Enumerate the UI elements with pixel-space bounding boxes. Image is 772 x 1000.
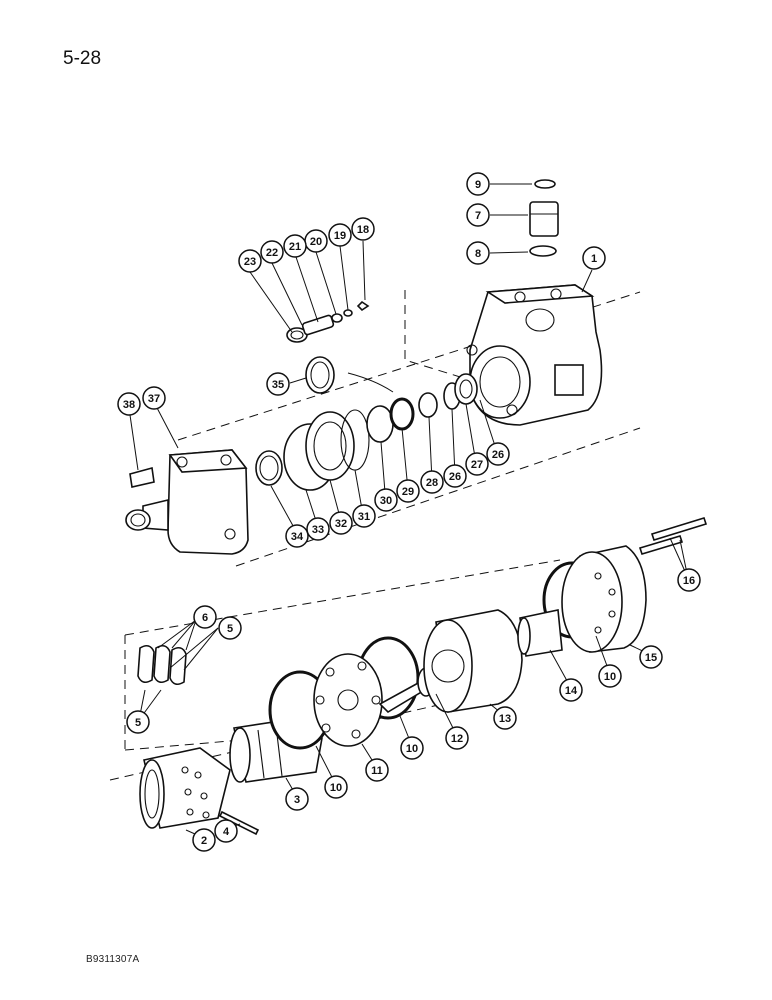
svg-text:22: 22 (266, 247, 278, 259)
svg-text:38: 38 (123, 399, 135, 411)
callout-37: 37 (142, 386, 166, 410)
callout-33: 33 (306, 517, 330, 541)
callout-7: 7 (466, 203, 490, 227)
page-number: 5-28 (63, 48, 102, 69)
callout-12: 12 (445, 726, 469, 750)
svg-text:13: 13 (499, 713, 511, 725)
svg-text:16: 16 (683, 575, 695, 587)
svg-text:10: 10 (330, 782, 342, 794)
callout-26: 26 (443, 464, 467, 488)
port-fitting-parts (529, 179, 559, 257)
svg-text:33: 33 (312, 524, 324, 536)
figure-code: B9311307A (86, 954, 140, 965)
svg-text:6: 6 (202, 612, 208, 624)
callout-27: 27 (465, 452, 489, 476)
callout-10: 10 (324, 775, 348, 799)
svg-text:14: 14 (565, 685, 578, 697)
callout-10: 10 (400, 736, 424, 760)
callout-6: 6 (193, 605, 217, 629)
svg-text:4: 4 (223, 826, 230, 838)
callout-10: 10 (598, 664, 622, 688)
callout-34: 34 (285, 524, 309, 548)
svg-text:35: 35 (272, 379, 284, 391)
svg-text:5: 5 (135, 717, 141, 729)
svg-text:23: 23 (244, 256, 256, 268)
callout-23: 23 (238, 249, 262, 273)
svg-text:21: 21 (289, 241, 301, 253)
svg-text:32: 32 (335, 518, 347, 530)
svg-text:28: 28 (426, 477, 438, 489)
end-cover (125, 449, 249, 555)
svg-text:9: 9 (475, 179, 481, 191)
svg-text:18: 18 (357, 224, 369, 236)
callout-2: 2 (192, 828, 216, 852)
svg-text:10: 10 (406, 743, 418, 755)
svg-text:31: 31 (358, 511, 370, 523)
svg-text:5: 5 (227, 623, 233, 635)
relief-valve-parts (286, 300, 370, 343)
lower-assembly-parts (137, 517, 708, 836)
callout-11: 11 (365, 758, 389, 782)
callout-5: 5 (126, 710, 150, 734)
callout-3: 3 (285, 787, 309, 811)
svg-text:7: 7 (475, 210, 481, 222)
callout-15: 15 (639, 645, 663, 669)
svg-text:19: 19 (334, 230, 346, 242)
callout-1: 1 (582, 246, 606, 270)
svg-text:10: 10 (604, 671, 616, 683)
svg-text:34: 34 (291, 531, 304, 543)
bearing-race-35 (305, 356, 394, 394)
seal-ring-row (255, 373, 478, 491)
callout-31: 31 (352, 504, 376, 528)
callout-22: 22 (260, 240, 284, 264)
callout-26: 26 (486, 442, 510, 466)
callout-13: 13 (493, 706, 517, 730)
assembly-lines (109, 290, 641, 781)
svg-text:26: 26 (492, 449, 504, 461)
svg-text:12: 12 (451, 733, 463, 745)
svg-text:15: 15 (645, 652, 657, 664)
svg-text:27: 27 (471, 459, 483, 471)
callout-35: 35 (266, 372, 290, 396)
callout-4: 4 (214, 819, 238, 843)
svg-text:29: 29 (402, 486, 414, 498)
callout-16: 16 (677, 568, 701, 592)
steering-housing (466, 284, 603, 426)
svg-text:26: 26 (449, 471, 461, 483)
svg-text:20: 20 (310, 236, 322, 248)
svg-text:2: 2 (201, 835, 207, 847)
callout-19: 19 (328, 223, 352, 247)
callout-18: 18 (351, 217, 375, 241)
svg-text:11: 11 (371, 765, 383, 777)
svg-text:3: 3 (294, 794, 300, 806)
svg-text:37: 37 (148, 393, 160, 405)
callout-32: 32 (329, 511, 353, 535)
callout-29: 29 (396, 479, 420, 503)
svg-text:8: 8 (475, 248, 481, 260)
callout-28: 28 (420, 470, 444, 494)
callout-21: 21 (283, 234, 307, 258)
callout-30: 30 (374, 488, 398, 512)
callout-5: 5 (218, 616, 242, 640)
callout-8: 8 (466, 241, 490, 265)
callout-14: 14 (559, 678, 583, 702)
svg-text:1: 1 (591, 253, 597, 265)
svg-text:30: 30 (380, 495, 392, 507)
callout-9: 9 (466, 172, 490, 196)
callout-38: 38 (117, 392, 141, 416)
callout-20: 20 (304, 229, 328, 253)
